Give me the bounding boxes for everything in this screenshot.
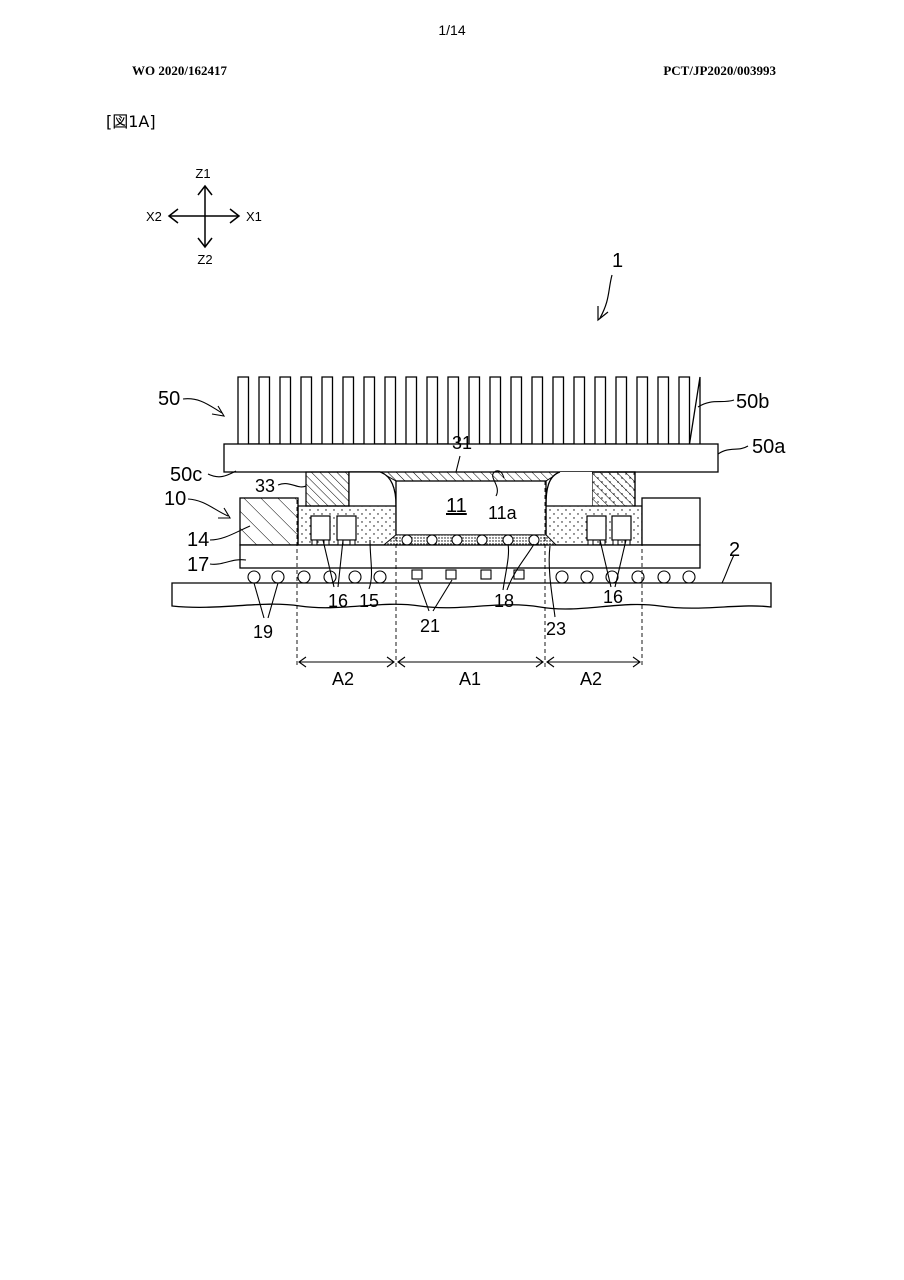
component-14 — [239, 497, 299, 546]
axis-z1: Z1 — [195, 166, 210, 181]
label-underfill: 23 — [546, 619, 566, 639]
axis-z2: Z2 — [197, 252, 212, 267]
label-chip: 11 — [446, 495, 467, 517]
label-module: 10 — [164, 488, 186, 510]
label-region-a2-left: A2 — [332, 669, 354, 689]
label-resin: 15 — [359, 591, 379, 611]
package-substrate — [239, 544, 701, 569]
circuit-board — [171, 582, 772, 610]
label-board: 2 — [729, 539, 740, 561]
publication-number: WO 2020/162417 — [132, 63, 227, 78]
label-chip-top: 11a — [488, 503, 518, 523]
heat-sink-fins — [237, 376, 701, 445]
axis-indicator: Z1 Z2 X2 X1 — [146, 166, 262, 267]
label-solder-balls: 19 — [253, 622, 273, 642]
components-right — [586, 515, 632, 546]
label-device: 1 — [612, 250, 623, 272]
label-fins: 50b — [736, 391, 769, 413]
heat-sink-base — [223, 443, 719, 473]
label-component-14: 14 — [187, 529, 209, 551]
label-region-a2-right: A2 — [580, 669, 602, 689]
axis-x2: X2 — [146, 209, 162, 224]
pads — [411, 569, 525, 580]
application-number: PCT/JP2020/003993 — [663, 63, 776, 78]
component-right — [641, 497, 701, 546]
solder-balls — [247, 570, 696, 584]
label-base-bottom: 50c — [170, 464, 202, 486]
axis-x1: X1 — [246, 209, 262, 224]
components-left — [310, 515, 357, 546]
label-substrate: 17 — [187, 554, 209, 576]
region-dimensions — [298, 656, 641, 668]
semiconductor-chip — [395, 480, 547, 536]
figure-label: [図1A] — [106, 112, 156, 131]
label-heat-sink: 50 — [158, 388, 180, 410]
region-lines — [296, 481, 643, 668]
page-number: 1/14 — [438, 22, 466, 38]
label-region-a1: A1 — [459, 669, 481, 689]
thermal-interface — [378, 471, 562, 482]
label-base: 50a — [752, 436, 786, 458]
spacer-left — [305, 471, 350, 507]
label-components-right: 16 — [603, 587, 623, 607]
label-components-left: 16 — [328, 591, 348, 611]
leader-lines — [182, 398, 749, 619]
label-bumps: 18 — [494, 591, 514, 611]
label-tim: 31 — [452, 433, 472, 453]
label-pads: 21 — [420, 616, 440, 636]
label-spacer: 33 — [255, 476, 275, 496]
